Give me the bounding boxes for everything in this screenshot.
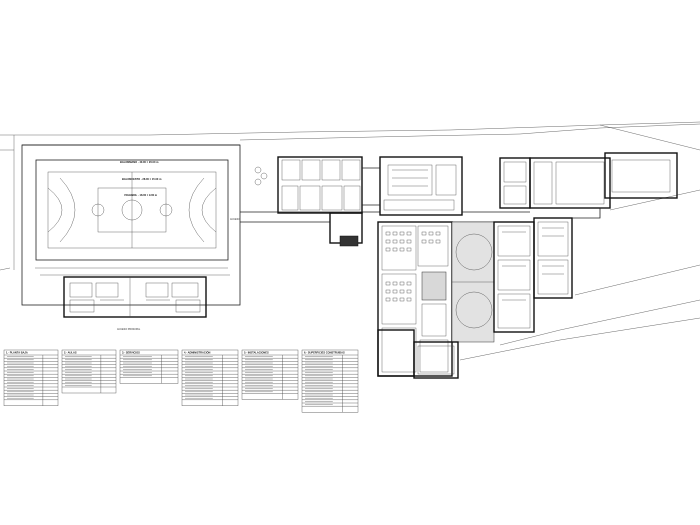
desk-grid-1	[385, 231, 441, 302]
entry-label: ACCESO	[230, 218, 240, 221]
schedule-table	[241, 349, 299, 400]
schedule-table-title: 5.- INSTALACIONES	[244, 351, 269, 355]
schedule-table	[181, 349, 239, 406]
schedule-table-title: 6.- SUPERFICIES CONSTRUIDAS	[304, 351, 345, 355]
schedule-table-title: 3.- SERVICIOS	[122, 351, 140, 355]
north-corridor	[380, 211, 530, 223]
admin-block	[277, 156, 363, 247]
court-label-1: BALONMANO · 40.00 × 20.00 m	[120, 160, 159, 164]
right-classroom-block	[493, 221, 535, 333]
access-label: ACCESO PRINCIPAL	[117, 328, 141, 331]
court-label-2: BALONCESTO · 28.00 × 15.00 m	[122, 177, 162, 181]
schedule-table	[61, 349, 117, 394]
east-wing-south	[533, 207, 610, 299]
schedule-table-title: 4.- ADMINISTRACIÓN	[184, 350, 211, 355]
schedule-table	[119, 349, 179, 384]
south-block	[413, 341, 459, 379]
sports-court: BALONMANO · 40.00 × 20.00 m BALONCESTO ·…	[21, 144, 241, 306]
court-label-3: VOLEIBOL · 18.00 × 9.00 m	[124, 193, 158, 197]
schedule-table-title: 2.- AULAS	[64, 351, 77, 355]
courtyard	[451, 221, 495, 343]
schedule-table	[301, 349, 359, 413]
connecting-corridor: ACCESO	[230, 166, 380, 223]
schedule-table	[3, 349, 59, 406]
central-hall	[362, 156, 463, 216]
schedule-tables: 1.- PLANTA BAJA 2.- AULAS 3.- SERVICIOS 4.-…	[3, 349, 359, 413]
schedule-table-title: 1.- PLANTA BAJA	[6, 351, 28, 355]
classroom-block	[377, 221, 453, 377]
locker-block: ACCESO PRINCIPAL	[63, 276, 207, 331]
site-boundary	[0, 121, 700, 361]
east-wing-north	[499, 152, 678, 209]
